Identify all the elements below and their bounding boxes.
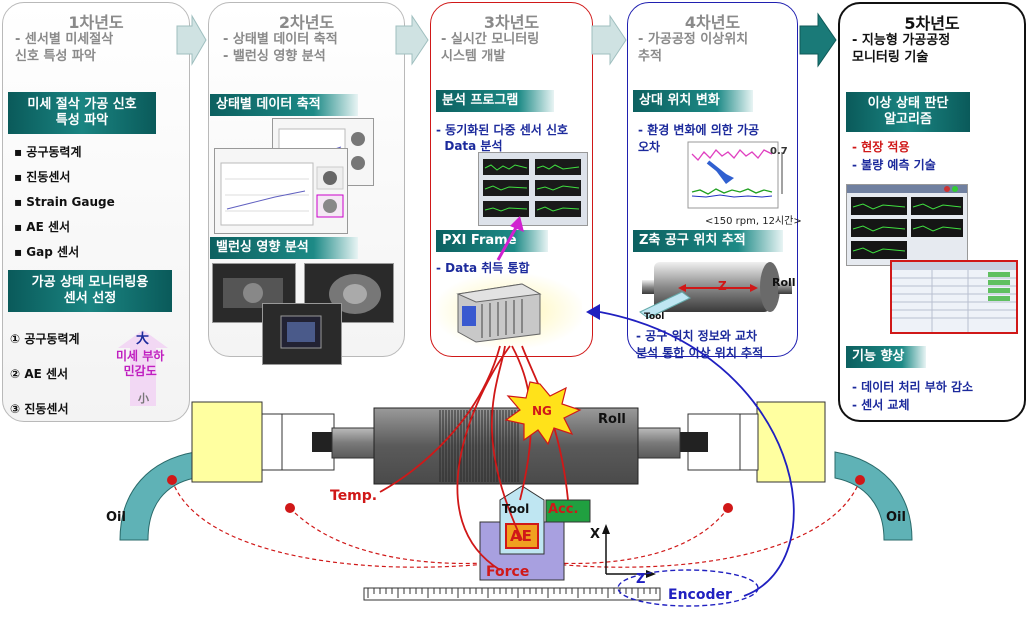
sensor-dot [723,503,733,513]
sensitivity-label: 미세 부하 민감도 [116,349,165,378]
p1-ranked-list: ① 공구동력계 ② AE 센서 ③ 진동센서 [10,322,80,427]
year1-panel: 1차년도 - 센서별 미세절삭 신호 특성 파악 [2,2,190,422]
arrow-1-2 [176,14,207,66]
shaft-left [331,427,377,459]
oil-right-label: Oil [886,510,906,525]
machine-photo-3 [262,303,342,365]
ranked-item: ③ 진동센서 [10,402,69,416]
year5-title: 5차년도 [904,14,960,33]
big-mark: 大 [136,332,150,347]
year3-title: 3차년도 [483,13,540,32]
year5-subtitle: - 지능형 가공공정 모니터링 기술 [852,33,951,65]
position-change-chart [687,141,783,209]
p4-tracking-text: - 공구 위치 정보와 교차 분석 통한 이상 위치 추적 [636,329,764,360]
sensor-item: ▪ Gap 센서 [14,245,80,259]
p1-sensor-list: ▪ 공구동력계 ▪ 진동센서 ▪ Strain Gauge ▪ AE 센서 ▪ … [14,140,115,265]
oil-left-label: Oil [106,510,126,525]
year2-title: 2차년도 [278,13,335,32]
year4-subtitle: - 가공공정 이상위치 추적 [638,32,749,64]
p4-z-axis-bar: Z축 공구 위치 추적 [633,230,783,252]
year1-title: 1차년도 [68,13,124,32]
p3-program-text: - 동기화된 다중 센서 신호 Data 분석 [436,123,569,153]
bearing-left-2 [281,413,335,471]
acc-label: Acc. [548,502,579,517]
oil-pipe-right [834,451,913,541]
arrow-2-3 [395,14,429,66]
z-axis-label: Z [636,572,646,587]
year3-subtitle: - 실시간 모니터링 시스템 개발 [441,32,540,64]
shaft-right [635,427,681,459]
sensor-item: ▪ 공구동력계 [14,145,82,159]
temperature-dashed-lines [171,479,861,568]
result-table-screenshot [890,260,1018,334]
sensor-dot [285,503,295,513]
p3-pxi-bar: PXI Frame [436,230,548,252]
p2-data-bar: 상태별 데이터 축적 [210,94,358,116]
p5-sensor-text: - 센서 교체 [852,398,910,412]
p5-load-text: - 데이터 처리 부하 감소 [852,380,974,394]
sensor-item: ▪ Strain Gauge [14,195,115,209]
ae-label: AE [510,527,532,545]
x-axis-label: X [590,527,601,542]
p5-predict-text: - 불량 예측 기술 [852,158,936,172]
p5-algorithm-bar: 이상 상태 판단 알고리즘 [846,92,970,132]
roll-label: Roll [598,412,626,427]
p4-relative-bar: 상대 위치 변화 [633,90,753,112]
headstock-left [191,401,263,483]
p5-improve-bar: 기능 향상 [846,346,926,368]
ranked-item: ② AE 센서 [10,367,69,381]
ng-label: NG [532,404,552,418]
p3-program-bar: 분석 프로그램 [436,90,554,112]
sensitivity-arrow [118,330,168,406]
sensor-item: ▪ AE 센서 [14,220,71,234]
p2-balance-bar: 밸런싱 영향 분석 [210,237,358,259]
ranked-item: ① 공구동력계 [10,332,80,346]
year4-title: 4차년도 [684,13,741,32]
scale-ticks [367,588,657,598]
p1-signal-bar: 미세 절삭 가공 신호 특성 파악 [8,92,156,134]
monitoring-screenshot [846,184,968,266]
year2-subtitle: - 상태별 데이터 축적 - 밸런싱 영향 분석 [223,32,338,64]
tool-label-small: Tool [644,312,665,322]
data-chart-thumbnail-front [214,148,348,234]
bearing-right-2 [687,413,741,471]
sensor-dot [855,475,865,485]
bearing-left [261,413,283,471]
chart-caption: <150 rpm, 12시간> [705,216,802,227]
year1-subtitle: - 센서별 미세절삭 신호 특성 파악 [15,32,114,64]
clamp-left [312,432,348,452]
sensor-item: ▪ 진동센서 [14,170,71,184]
p3-pxi-text: - Data 취득 통합 [436,261,530,275]
sensor-dot [167,475,177,485]
z-label: Z [718,279,727,293]
roll-label-small: Roll [772,276,796,289]
small-mark: 小 [138,392,149,405]
magenta-data-arrow [496,216,524,261]
p4-relative-text: - 환경 변화에 의한 가공 오차 [638,123,760,154]
headstock-right [756,401,826,483]
tool-label: Tool [502,502,530,516]
linear-scale [363,587,661,601]
progress-arrows [176,12,837,68]
arrow-4-5 [799,12,837,68]
encoder-label: Encoder [668,587,732,603]
p1-selection-bar: 가공 상태 모니터링용 센서 선정 [8,270,172,312]
signal-lines-red [379,345,569,571]
roll-grooves [439,410,519,482]
arrow-3-4 [591,14,627,66]
clamp-right [672,432,708,452]
force-label: Force [486,564,530,580]
temp-label: Temp. [330,488,378,504]
pxi-frame-device [456,283,542,343]
analysis-program-screenshot [478,152,588,226]
chart-value-label: 0.7 [770,146,788,157]
p5-field-text: - 현장 적용 [852,140,910,154]
oil-pipe-left [119,451,196,541]
bearing-right [737,413,759,471]
